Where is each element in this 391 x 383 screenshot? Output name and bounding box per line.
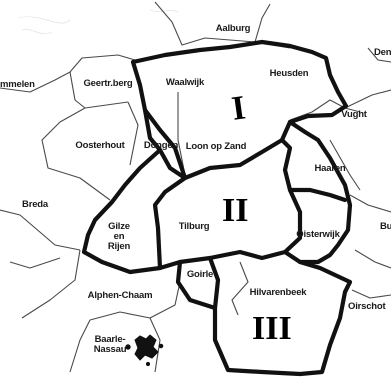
paper-texture bbox=[17, 9, 179, 34]
boundary-oirschot bbox=[351, 289, 391, 299]
baarle-enclaves bbox=[125, 334, 164, 367]
thin-boundaries bbox=[0, 1, 391, 373]
label-gilze-line1: Gilze bbox=[108, 221, 130, 232]
boundary-oosterhout-west bbox=[41, 107, 111, 201]
boundary-baarle bbox=[69, 319, 91, 373]
region-1-dongen-edge bbox=[142, 107, 188, 181]
label-baarle-line1: Baarle- bbox=[94, 334, 126, 345]
label-tilburg: Tilburg bbox=[178, 221, 210, 232]
enclave bbox=[125, 344, 131, 350]
label-alphen-chaam: Alphen-Chaam bbox=[87, 290, 153, 301]
label-oosterhout: Oosterhout bbox=[75, 140, 125, 151]
label-haaren: Haaren bbox=[314, 163, 346, 174]
label-breda: Breda bbox=[22, 199, 48, 210]
label-vught: Vught bbox=[341, 109, 367, 120]
label-gilze-line2: en bbox=[113, 231, 125, 242]
boundary-baarle-east bbox=[149, 317, 161, 373]
boundary-oosterhout-dongen bbox=[127, 101, 139, 166]
boundary-breda bbox=[0, 209, 81, 251]
boundary-den bbox=[367, 47, 391, 63]
label-hilvarenbeek: Hilvarenbeek bbox=[249, 287, 307, 298]
boundary-breda-south bbox=[9, 257, 61, 269]
boundary-alphen-east bbox=[89, 281, 181, 321]
region-3-outline bbox=[175, 259, 353, 377]
boundary-aalburg-east bbox=[254, 3, 271, 43]
region-boundaries bbox=[81, 39, 353, 377]
enclave bbox=[134, 334, 159, 361]
label-oirschot: Oirschot bbox=[348, 301, 386, 312]
label-mmelen: mmelen bbox=[0, 79, 35, 90]
region-3-label: III bbox=[252, 310, 292, 347]
paper-texture-stroke bbox=[21, 28, 53, 34]
label-den: Den bbox=[374, 47, 391, 58]
boundary-east-2 bbox=[354, 249, 391, 269]
enclave bbox=[158, 343, 164, 349]
enclave bbox=[145, 361, 151, 367]
paper-texture-stroke bbox=[149, 9, 179, 13]
boundary-hilvarenbeek bbox=[231, 261, 249, 316]
region-2-label: II bbox=[222, 192, 249, 229]
label-dongen: Dongen bbox=[143, 140, 179, 151]
region-2-tilburg-west bbox=[152, 175, 188, 271]
region-2-haaren-split bbox=[287, 187, 348, 203]
boundary-vught-north bbox=[344, 89, 391, 109]
label-loon-op-zand: Loon op Zand bbox=[185, 141, 247, 152]
boundary-east-1 bbox=[349, 194, 391, 213]
label-aalburg: Aalburg bbox=[215, 23, 251, 34]
boundary-alphen-chaam bbox=[21, 249, 81, 319]
boundary-waalwijk-loon bbox=[177, 92, 186, 176]
region-2-outline bbox=[81, 137, 303, 275]
label-goirle: Goirle bbox=[186, 269, 214, 280]
label-baarle-line2: Nassau bbox=[93, 344, 127, 355]
paper-texture-stroke bbox=[17, 16, 71, 24]
boundary-geertruidenberg bbox=[69, 71, 129, 109]
label-oisterwijk: Oisterwijk bbox=[296, 229, 340, 240]
label-heusden: Heusden bbox=[269, 68, 309, 79]
label-gilze-line3: Rijen bbox=[107, 241, 131, 252]
boundary-vught bbox=[289, 99, 361, 121]
label-waalwijk: Waalwijk bbox=[165, 77, 205, 88]
boundary-haaren-east bbox=[329, 139, 361, 191]
label-bu: Bu bbox=[380, 221, 391, 232]
region-3-goirle bbox=[207, 255, 221, 311]
region-2-oisterwijk bbox=[282, 119, 353, 265]
label-geertruidenberg: Geertr.berg bbox=[83, 78, 133, 89]
